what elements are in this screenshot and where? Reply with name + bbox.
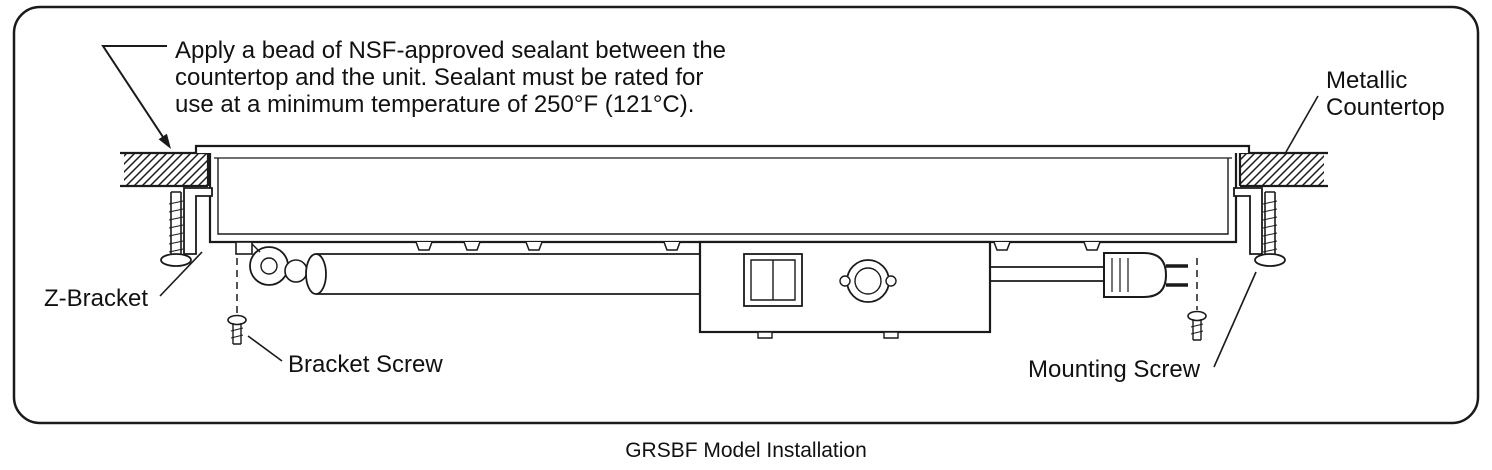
sealant-note-line-1: Apply a bead of NSF-approved sealant bet… [175, 37, 726, 64]
control-box [698, 240, 992, 339]
heating-element-cylinder [305, 253, 700, 295]
drain-valve-cap [284, 259, 308, 283]
mounting-screw-head [1187, 310, 1207, 322]
cord-lines [990, 266, 1104, 282]
metallic-countertop-label-line-1: Metallic [1326, 67, 1407, 94]
countertop-left-section [120, 151, 210, 188]
sealant-arrowhead-icon [158, 133, 171, 149]
power-plug [1103, 252, 1188, 298]
mounting-screw-left-shaft [170, 191, 182, 256]
sealant-leader-line [101, 45, 167, 138]
unit-body [194, 144, 1251, 251]
z-bracket-right [1233, 187, 1286, 267]
mounting-screw-left-threads [168, 200, 184, 253]
pan-outer-wall [208, 153, 1238, 244]
sealant-leader-arrow [101, 45, 171, 149]
thermostat-screw-left [839, 275, 851, 287]
plug-prongs [1166, 264, 1188, 287]
sealant-note-line-2: countertop and the unit. Sealant must be… [175, 64, 703, 91]
cylinder-body-lines [316, 253, 700, 295]
thermostat-dial-inner [854, 267, 882, 295]
z-bracket-left-channel [183, 187, 213, 255]
mounting-screw-right-shaft [1264, 191, 1276, 256]
thermostat-dial [846, 259, 890, 303]
bracket-screw-threads [230, 327, 244, 339]
countertop-right-outline [1238, 151, 1328, 188]
mounting-screw-leader [1213, 271, 1257, 368]
drain-strap [251, 243, 261, 253]
mounting-screw-shaft [1192, 319, 1202, 341]
bracket-screw-label: Bracket Screw [288, 351, 443, 378]
diagram-border [12, 5, 1480, 425]
z-bracket-label: Z-Bracket [44, 285, 148, 312]
thermostat-screw-right [885, 275, 897, 287]
metallic-countertop-label-line-2: Countertop [1326, 94, 1445, 121]
unit-flange [194, 144, 1251, 153]
mounting-screw-detached [1187, 258, 1207, 341]
z-bracket-right-channel [1233, 187, 1263, 255]
power-switch-rocker [750, 259, 796, 301]
mounting-screw-right-threads [1262, 200, 1278, 253]
mounting-screw-threads [1190, 323, 1204, 335]
power-cord [990, 266, 1104, 282]
mounting-screw-label: Mounting Screw [1028, 356, 1201, 383]
drain-valve-assembly [235, 241, 308, 286]
bracket-screw-head [227, 314, 247, 326]
mounting-screw-left-head [160, 253, 192, 267]
plug-body [1103, 252, 1168, 298]
z-bracket-left [160, 187, 213, 267]
countertop-left-hatch [124, 154, 208, 185]
bracket-screw-shaft [232, 323, 242, 345]
sealant-note-line-3: use at a minimum temperature of 250°F (1… [175, 91, 694, 118]
plug-strain-relief-ribs [1111, 258, 1129, 292]
countertop-right-hatch [1240, 154, 1324, 185]
cylinder-end-cap [305, 253, 327, 295]
control-box-feet [757, 331, 899, 339]
mounting-screw-right-head [1254, 253, 1286, 267]
drain-valve-hub [260, 257, 278, 275]
figure-caption: GRSBF Model Installation [625, 439, 867, 462]
countertop-left-outline [120, 151, 210, 188]
pan-inner-wall [217, 158, 1229, 235]
bracket-screw-leader [247, 335, 283, 362]
bracket-screw-detached [227, 258, 247, 345]
metallic-countertop-leader [1285, 95, 1319, 153]
pan-bottom-fittings [415, 241, 1101, 251]
countertop-right-section [1238, 151, 1328, 188]
drain-bracket [235, 241, 253, 255]
z-bracket-leader [159, 251, 203, 297]
drain-valve-body [249, 246, 289, 286]
